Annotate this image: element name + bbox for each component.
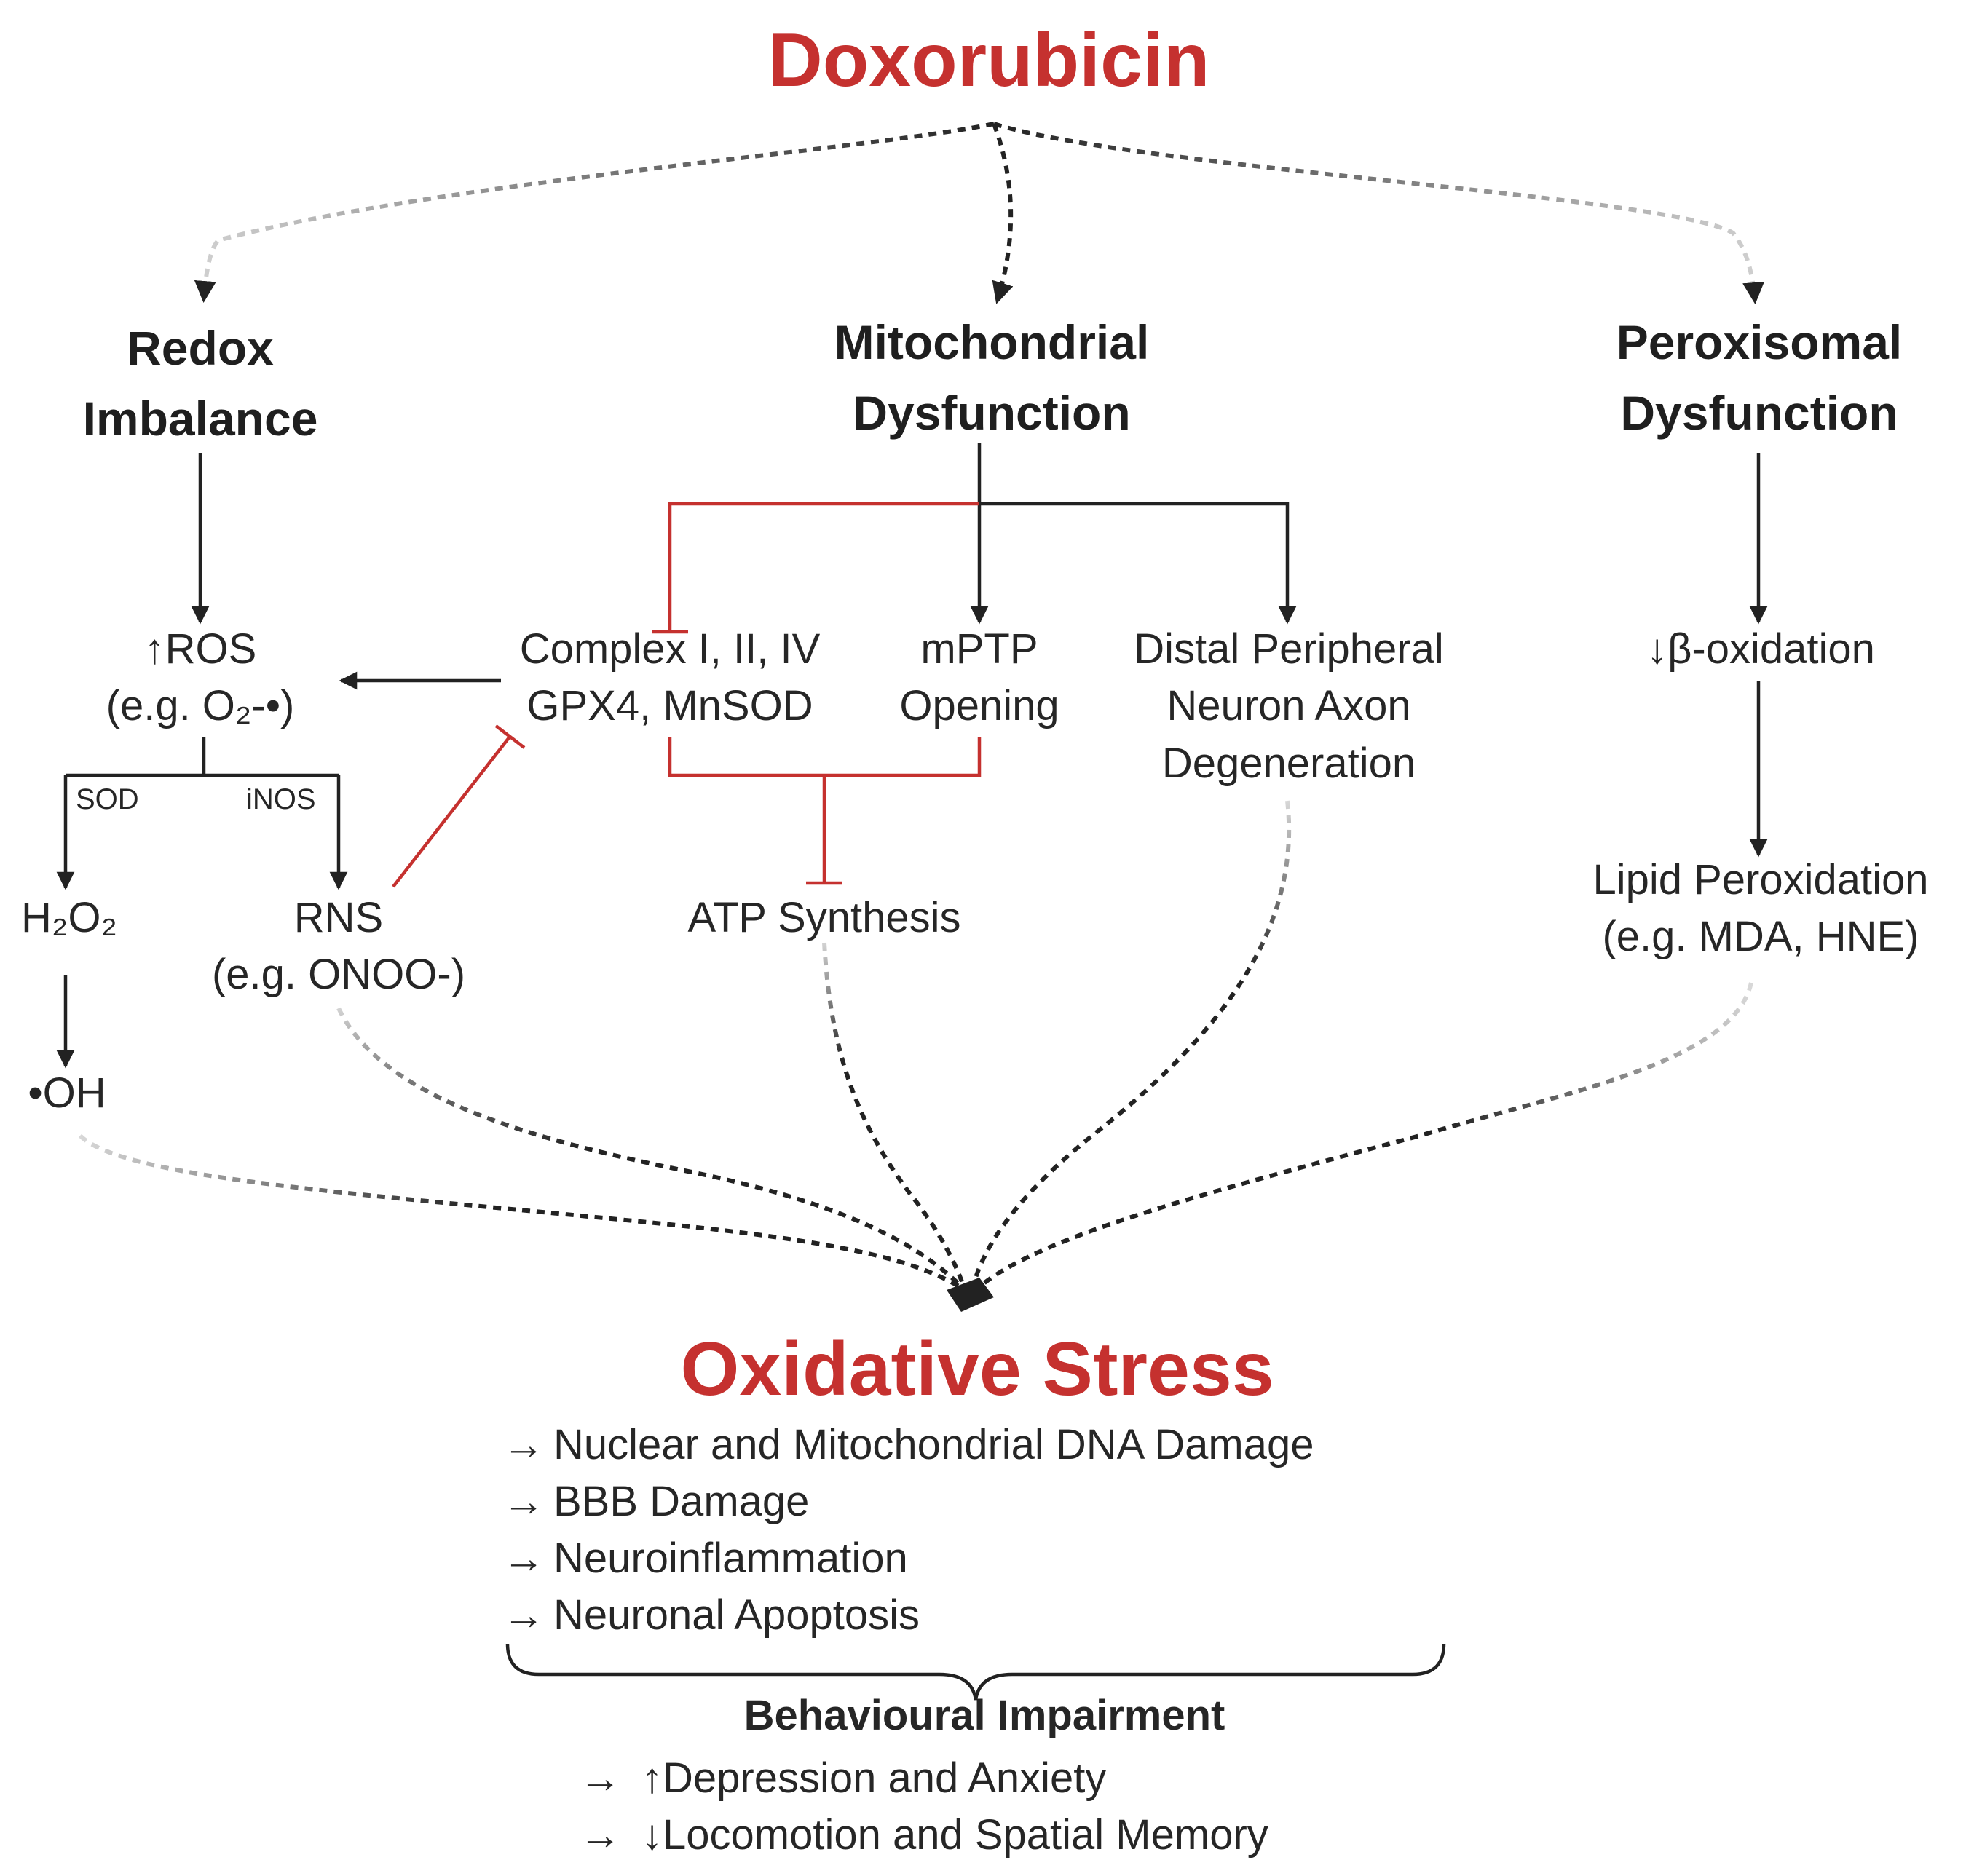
arrow-to-perox xyxy=(993,122,1765,304)
node-mptp-opening: mPTP Opening xyxy=(899,621,1059,735)
label-sod: SOD xyxy=(76,783,139,815)
oh-to-oxidative-stress xyxy=(78,1133,966,1292)
node-line: RNS xyxy=(293,894,384,941)
header-line: Imbalance xyxy=(82,392,318,446)
rns-inhibits-complex xyxy=(392,735,511,888)
inhibitory-connectors xyxy=(392,502,982,888)
arrow-icon: → xyxy=(502,1478,545,1525)
node-complex-gpx4-mnsod: Complex I, II, IV GPX4, MnSOD xyxy=(520,621,821,735)
converging-dotted-arrows xyxy=(78,800,1753,1292)
effect-text: Nuclear and Mitochondrial DNA Damage xyxy=(553,1421,1314,1468)
inhibit-bar-rns xyxy=(494,724,526,749)
node-line: Opening xyxy=(899,682,1059,730)
header-line: Dysfunction xyxy=(853,386,1131,440)
header-mitochondrial-dysfunction: Mitochondrial Dysfunction xyxy=(834,307,1150,448)
effect-item: →Neuronal Apoptosis xyxy=(502,1590,1314,1647)
node-line: Degeneration xyxy=(1161,739,1416,787)
effect-item: →BBB Damage xyxy=(502,1476,1314,1533)
mito-to-distal xyxy=(979,502,1297,625)
effect-item: →Nuclear and Mitochondrial DNA Damage xyxy=(502,1420,1314,1476)
mito-inhibits-complex xyxy=(668,502,979,632)
node-line: Lipid Peroxidation xyxy=(1592,856,1929,903)
node-line: (e.g. O₂-•) xyxy=(106,682,295,730)
header-redox-imbalance: Redox Imbalance xyxy=(83,313,318,454)
arrow-icon: → xyxy=(502,1421,545,1468)
arrow-icon: → xyxy=(579,1754,621,1802)
header-peroxisomal-dysfunction: Peroxisomal Dysfunction xyxy=(1616,307,1903,448)
top-dotted-arrows xyxy=(194,122,1765,304)
atp-to-oxidative-stress xyxy=(822,942,967,1291)
lipid-to-oxidative-stress xyxy=(974,982,1753,1292)
behaviour-text: ↓Locomotion and Spatial Memory xyxy=(641,1811,1268,1859)
node-beta-oxidation: ↓β-oxidation xyxy=(1646,625,1875,673)
node-atp-synthesis: ATP Synthesis xyxy=(687,894,961,941)
arrow-icon: → xyxy=(579,1811,621,1859)
node-line: Distal Peripheral xyxy=(1134,625,1444,673)
header-line: Redox xyxy=(127,321,274,375)
node-line: mPTP xyxy=(920,625,1038,673)
node-line: GPX4, MnSOD xyxy=(526,682,813,730)
node-lipid-peroxidation: Lipid Peroxidation (e.g. MDA, HNE) xyxy=(1592,852,1928,966)
arrow-to-redox xyxy=(194,122,995,303)
effect-text: BBB Damage xyxy=(553,1478,810,1525)
node-h2o2: H₂O₂ xyxy=(20,894,118,941)
node-line: Complex I, II, IV xyxy=(519,625,821,673)
arrow-to-mito xyxy=(992,122,1014,304)
behaviour-item: → ↑Depression and Anxiety xyxy=(579,1753,1268,1810)
node-rns: RNS (e.g. ONOO-) xyxy=(212,890,465,1004)
effect-item: →Neuroinflammation xyxy=(502,1533,1314,1590)
header-line: Dysfunction xyxy=(1620,386,1898,440)
effects-list: →Nuclear and Mitochondrial DNA Damage →B… xyxy=(502,1420,1314,1647)
header-line: Mitochondrial xyxy=(834,315,1150,369)
effects-brace xyxy=(505,1643,1446,1701)
node-line: Neuron Axon xyxy=(1166,682,1411,730)
behaviour-item: → ↓Locomotion and Spatial Memory xyxy=(579,1810,1268,1867)
effect-text: Neuroinflammation xyxy=(553,1535,908,1582)
node-line: (e.g. MDA, HNE) xyxy=(1602,913,1919,961)
title-doxorubicin: Doxorubicin xyxy=(767,18,1210,103)
behavioural-impairment-heading: Behavioural Impairment xyxy=(743,1692,1225,1739)
arrow-icon: → xyxy=(502,1535,545,1582)
effect-text: Neuronal Apoptosis xyxy=(553,1591,920,1639)
behaviour-text: ↑Depression and Anxiety xyxy=(641,1754,1107,1802)
rns-to-oxidative-stress xyxy=(336,1007,967,1292)
header-line: Peroxisomal xyxy=(1616,315,1903,369)
complex-mptp-bracket xyxy=(668,737,982,777)
distal-to-oxidative-stress xyxy=(970,800,1292,1291)
arrow-icon: → xyxy=(502,1591,545,1639)
title-oxidative-stress: Oxidative Stress xyxy=(680,1327,1274,1412)
node-line: (e.g. ONOO-) xyxy=(211,951,466,999)
node-hydroxyl-radical: •OH xyxy=(28,1069,106,1117)
node-line: ↑ROS xyxy=(143,625,257,673)
node-ros: ↑ROS (e.g. O₂-•) xyxy=(106,621,295,735)
behaviour-list: → ↑Depression and Anxiety → ↓Locomotion an… xyxy=(579,1753,1268,1867)
node-distal-axon-degeneration: Distal Peripheral Neuron Axon Degenerati… xyxy=(1134,621,1444,792)
convergence-arrowhead xyxy=(947,1278,994,1312)
solid-connectors xyxy=(56,443,1768,1069)
label-inos: iNOS xyxy=(246,783,316,815)
